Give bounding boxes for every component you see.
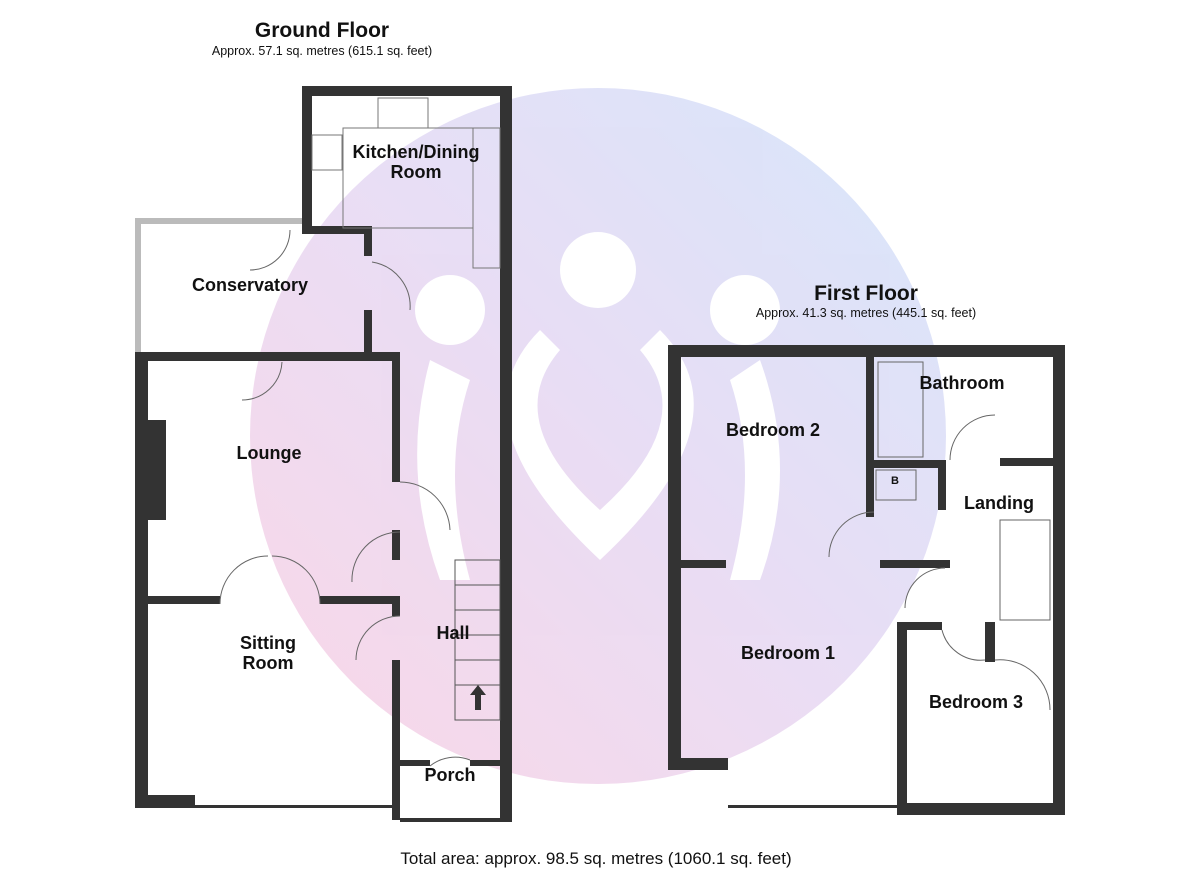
ground-floor-plan [135,86,512,822]
room-label-sitting-room: Sitting Room [240,633,296,673]
room-label-bedroom-2: Bedroom 2 [725,420,821,440]
first-floor-area: Approx. 41.3 sq. metres (445.1 sq. feet) [755,306,977,320]
total-area: Total area: approx. 98.5 sq. metres (106… [400,849,792,868]
first-floor-title: First Floor [814,282,918,305]
stairs-arrow-icon [470,685,486,710]
ground-floor-area: Approx. 57.1 sq. metres (615.1 sq. feet) [211,44,433,58]
room-label-conservatory: Conservatory [191,275,309,295]
room-label-lounge: Lounge [236,443,302,463]
room-label-porch: Porch [424,765,476,785]
room-label-bedroom-3: Bedroom 3 [928,692,1024,712]
room-label-kitchen: Kitchen/Dining Room [352,142,480,182]
watermark-logo [250,88,946,784]
boiler-label: B [891,475,899,487]
ground-floor-title: Ground Floor [254,19,390,42]
room-label-landing: Landing [964,493,1034,513]
room-label-hall: Hall [436,623,470,643]
room-label-bathroom: Bathroom [919,373,1005,393]
first-floor-plan [668,345,1065,815]
room-label-bedroom-1: Bedroom 1 [740,643,836,663]
